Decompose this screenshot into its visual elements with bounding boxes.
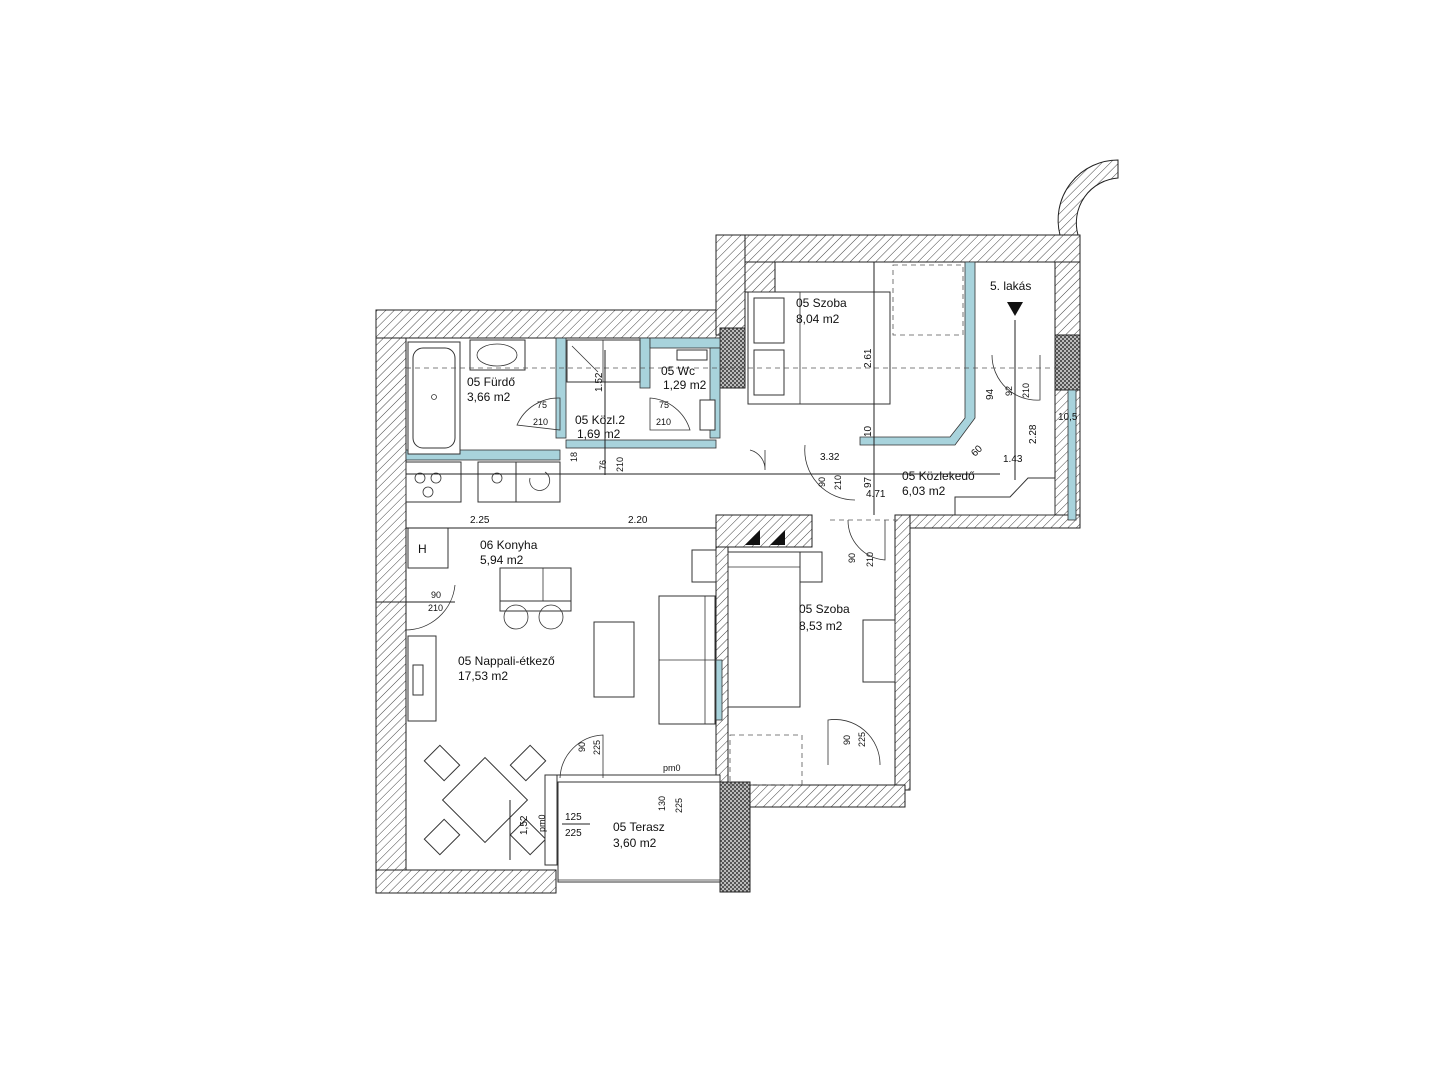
entrance-arrow-icon xyxy=(1007,302,1023,316)
skylight xyxy=(892,264,964,336)
dim-label: 2.25 xyxy=(470,515,490,526)
toilet xyxy=(676,349,716,431)
room-labels: 05 Fürdő 3,66 m2 05 Wc 1,29 m2 05 Közl.2… xyxy=(458,296,975,850)
doors xyxy=(404,354,1041,779)
dim-label: 210 xyxy=(865,552,875,567)
tv-unit xyxy=(407,635,437,722)
coffee-table xyxy=(593,621,635,698)
room-area-hallway: 6,03 m2 xyxy=(902,484,946,498)
room-name-kitchen: 06 Konyha xyxy=(480,538,538,552)
dim-label: 210 xyxy=(656,417,671,427)
room-name-terrace: 05 Terasz xyxy=(613,820,665,834)
washbasin xyxy=(469,339,526,371)
dim-label: 4.71 xyxy=(866,489,886,500)
dim-label: 75 xyxy=(537,400,547,410)
desk xyxy=(862,619,896,683)
room-area-kitchen: 5,94 m2 xyxy=(480,553,524,567)
room-name-living: 05 Nappali-étkező xyxy=(458,654,555,668)
dim-label: 225 xyxy=(674,798,684,813)
wardrobe-outline xyxy=(729,734,803,786)
dim-label: 1.43 xyxy=(1003,454,1023,465)
dim-label: 210 xyxy=(428,603,443,613)
room-area-bath: 3,66 m2 xyxy=(467,390,511,404)
shower xyxy=(566,339,641,383)
dim-label: 3.32 xyxy=(820,452,840,463)
dim-label: 1.52 xyxy=(594,372,605,392)
dim-label: 90 xyxy=(431,590,441,600)
room-area-wc: 1,29 m2 xyxy=(663,378,707,392)
dim-label: 130 xyxy=(657,796,667,811)
dim-label: 225 xyxy=(565,828,582,839)
dim-label: 60 xyxy=(969,443,985,459)
room-area-bedroom1: 8,04 m2 xyxy=(796,312,840,326)
dim-label: pm0 xyxy=(663,763,681,773)
dim-label: 2.20 xyxy=(628,515,648,526)
dim-label: 210 xyxy=(1021,383,1031,398)
dim-label: 75 xyxy=(659,400,669,410)
chimneys xyxy=(745,530,785,545)
bathtub xyxy=(407,341,461,455)
dim-label: 90 xyxy=(847,553,857,563)
dim-label: 2.28 xyxy=(1028,424,1039,444)
dim-label: 90 xyxy=(817,477,827,487)
sofa xyxy=(658,549,717,725)
room-area-living: 17,53 m2 xyxy=(458,669,508,683)
unit-marker: 5. lakás xyxy=(990,279,1031,316)
room-name-wc: 05 Wc xyxy=(661,364,695,378)
stove xyxy=(405,461,561,503)
kitchen-island xyxy=(499,567,572,630)
dim-label: 1,52 xyxy=(519,815,530,835)
dim-label: 10 xyxy=(863,425,874,437)
dim-label: 210 xyxy=(833,475,843,490)
dim-label: 90 xyxy=(842,735,852,745)
dim-label: 225 xyxy=(592,740,602,755)
room-area-corridor2: 1,69 m2 xyxy=(577,427,621,441)
room-name-bath: 05 Fürdő xyxy=(467,375,515,389)
unit-label: 5. lakás xyxy=(990,279,1031,293)
room-name-hallway: 05 Közlekedő xyxy=(902,469,975,483)
dim-label: 2.61 xyxy=(863,348,874,368)
room-name-bedroom1: 05 Szoba xyxy=(796,296,847,310)
dining-set xyxy=(423,744,547,856)
room-name-corridor2: 05 Közl.2 xyxy=(575,413,625,427)
dim-label: 125 xyxy=(565,812,582,823)
room-area-terrace: 3,60 m2 xyxy=(613,836,657,850)
single-bed xyxy=(727,551,823,708)
dim-label: 210 xyxy=(615,457,625,472)
dim-label: 90 xyxy=(577,742,587,752)
terrace xyxy=(544,774,721,883)
double-bed xyxy=(747,291,891,405)
dim-label: 18 xyxy=(569,452,579,462)
heater-mark: H xyxy=(418,542,427,556)
heater: H xyxy=(407,527,449,569)
dim-label: 10,5 xyxy=(1058,412,1078,423)
dim-label: 94 xyxy=(985,388,996,400)
dim-label: 76 xyxy=(598,460,608,470)
interior-walls xyxy=(405,261,1077,721)
room-area-bedroom2: 8,53 m2 xyxy=(799,619,843,633)
dimension-lines xyxy=(376,262,1060,860)
dim-label: 210 xyxy=(533,417,548,427)
hall-cabinet xyxy=(954,477,1056,516)
dim-label: 97 xyxy=(863,476,874,488)
dim-label: 225 xyxy=(857,732,867,747)
dim-label: 92 xyxy=(1004,386,1014,396)
room-name-bedroom2: 05 Szoba xyxy=(799,602,850,616)
dim-label: pm0 xyxy=(537,814,547,832)
